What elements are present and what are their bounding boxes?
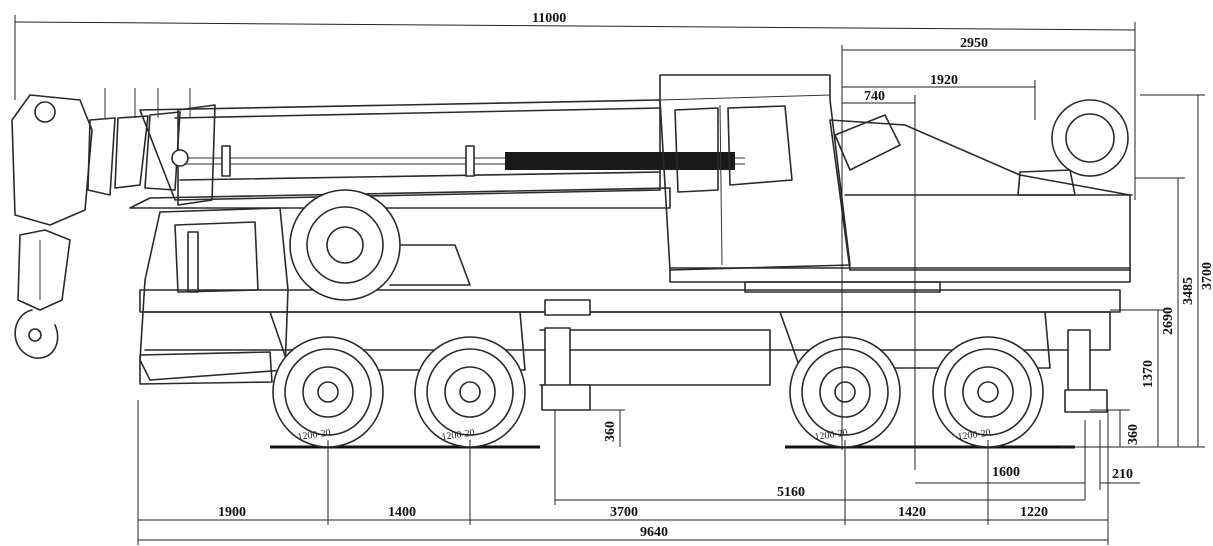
dim-rear-axle-offset: 1600 [992, 465, 1020, 480]
tire-labels: 1200-20 1200-20 1200-20 1200-20 [297, 427, 992, 443]
dim-height-boom-pivot: 3485 [1181, 277, 1196, 305]
dim-front-axle-spacing: 1400 [388, 505, 416, 520]
dimension-lines [14, 15, 1205, 545]
chassis [139, 289, 1121, 386]
wheel [932, 336, 1044, 448]
dim-outrigger-span: 5160 [777, 485, 805, 500]
driver-cab [139, 207, 289, 385]
dim-rear-overhang-small: 210 [1112, 467, 1133, 482]
boom [87, 88, 745, 209]
dim-cabin-to-rear: 2950 [960, 36, 988, 51]
dim-counterweight-offset: 1920 [930, 73, 958, 88]
outriggers [541, 327, 1108, 413]
dim-boom-pivot-offset: 740 [864, 89, 885, 104]
dim-clearance-rear: 360 [1126, 424, 1141, 445]
tire-label: 1200-20 [441, 427, 476, 443]
dim-rear-axle-spacing: 1420 [898, 505, 926, 520]
superstructure [669, 99, 1133, 293]
wheel [414, 336, 526, 448]
dim-outrigger-front-to-rear-axle: 3700 [610, 505, 638, 520]
dim-rear-overhang: 1220 [1020, 505, 1048, 520]
hook-block [11, 94, 93, 359]
wheels [272, 336, 1044, 448]
dim-overall-length: 11000 [532, 11, 566, 26]
dim-height-total: 3700 [1200, 262, 1213, 290]
tire-label: 1200-20 [297, 427, 332, 443]
spare-wheel [289, 189, 471, 301]
dim-clearance-front: 360 [603, 421, 618, 442]
operator-cabin [659, 74, 851, 271]
dim-height-frame: 1370 [1141, 360, 1156, 388]
dimension-labels: 11000 2950 1920 740 3700 3485 2690 1370 … [218, 11, 1213, 540]
tire-label: 1200-20 [814, 427, 849, 443]
dim-front-overhang: 1900 [218, 505, 246, 520]
tire-label: 1200-20 [957, 427, 992, 443]
dim-height-deck: 2690 [1161, 307, 1176, 335]
dim-wheelbase-total: 9640 [640, 525, 668, 540]
wheel [272, 336, 384, 448]
